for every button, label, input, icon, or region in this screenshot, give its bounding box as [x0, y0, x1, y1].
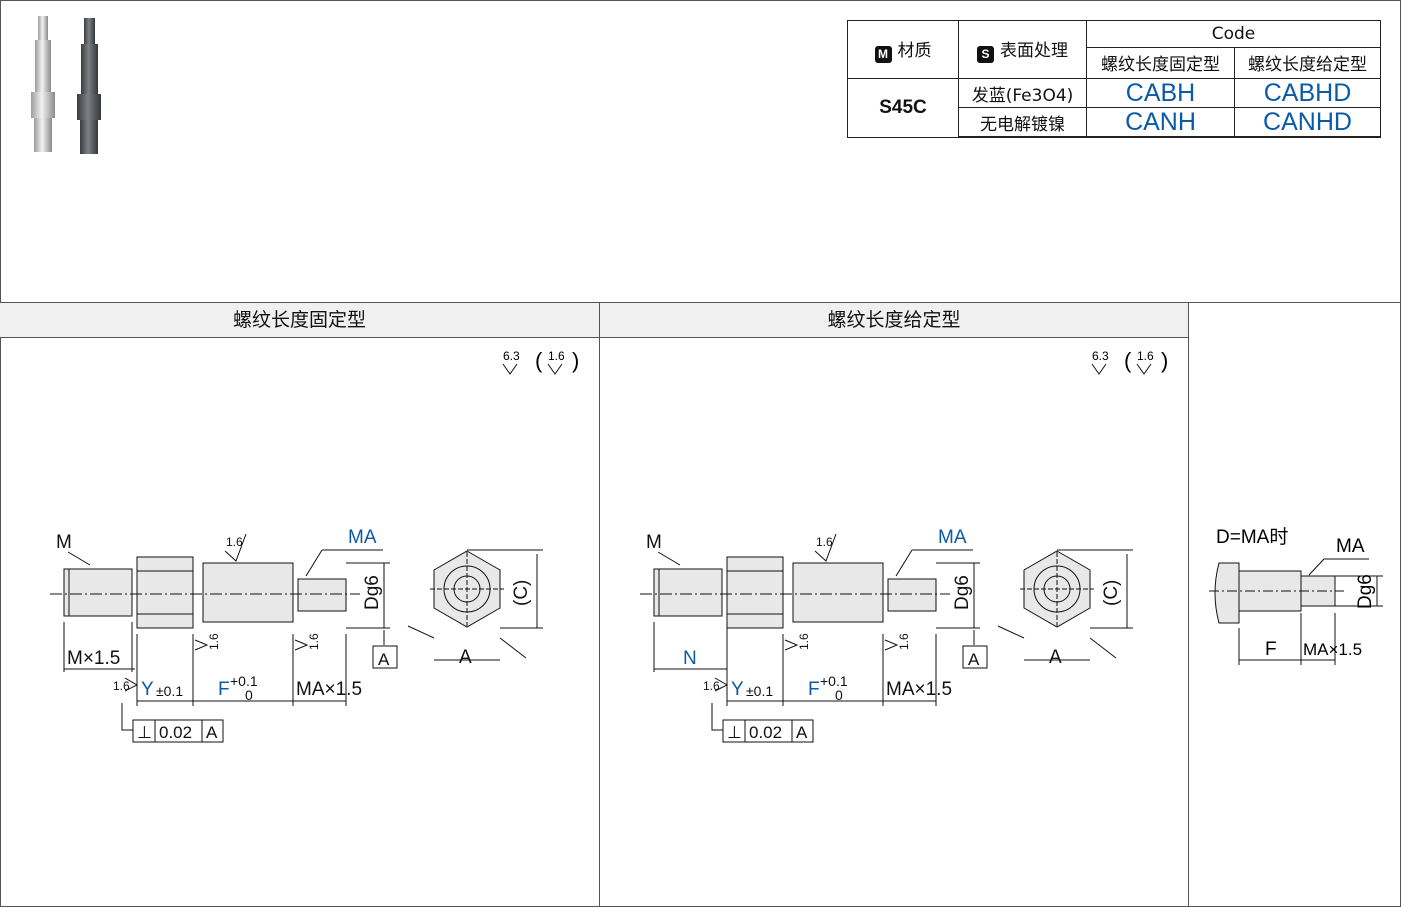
datum-label: A	[378, 650, 390, 669]
side-Dg6: Dg6	[1355, 574, 1376, 609]
svg-text:(: (	[1124, 348, 1132, 373]
label-MA: MA	[938, 527, 967, 548]
code-link[interactable]: CABH	[1086, 78, 1235, 108]
perp-value: 0.02	[749, 723, 782, 742]
roughness-note: 6.3 ( 1.6 )	[1091, 348, 1168, 375]
svg-text:0: 0	[835, 687, 843, 703]
silver-pin-image	[31, 16, 55, 152]
label-F: F	[218, 679, 230, 700]
code-link[interactable]: CABHD	[1234, 78, 1381, 108]
svg-text:1.6: 1.6	[207, 633, 221, 650]
perp-datum: A	[796, 723, 808, 742]
svg-text:+0.1: +0.1	[820, 673, 848, 689]
svg-text:±0.1: ±0.1	[746, 683, 773, 699]
svg-text:1.6: 1.6	[113, 679, 130, 693]
surface-icon: S	[977, 46, 994, 63]
datum-label: A	[968, 650, 980, 669]
pin-side-view	[653, 556, 937, 629]
perp-datum: A	[206, 723, 218, 742]
panel-spec-title: 螺纹长度给定型	[600, 303, 1188, 338]
panel-fixed-title: 螺纹长度固定型	[0, 303, 599, 338]
material-cell: S45C	[847, 78, 959, 138]
drawing-side: D=MA时 MA Dg6 F MA×1.5	[1209, 526, 1383, 665]
code-link[interactable]: CANHD	[1234, 107, 1381, 138]
svg-text:1.6: 1.6	[703, 679, 720, 693]
drawing-fixed: 6.3 ( 1.6 ) M MA	[50, 348, 579, 743]
side-note: D=MA时	[1216, 526, 1288, 548]
black-pin-image	[77, 18, 101, 154]
perp-value: 0.02	[159, 723, 192, 742]
side-part	[1214, 562, 1336, 624]
col-spec-header: 螺纹长度给定型	[1234, 46, 1381, 80]
label-Y: Y	[141, 679, 154, 700]
label-F: F	[808, 679, 820, 700]
svg-text:1.6: 1.6	[897, 633, 911, 650]
label-MAX15: MA×1.5	[886, 679, 952, 700]
svg-text:±0.1: ±0.1	[156, 683, 183, 699]
label-MA: MA	[348, 527, 377, 548]
label-C: (C)	[511, 580, 532, 606]
svg-text:1.6: 1.6	[1137, 349, 1154, 363]
svg-text:(: (	[535, 348, 543, 373]
svg-text:6.3: 6.3	[503, 349, 520, 363]
label-M: M	[56, 532, 72, 553]
label-MAX15: MA×1.5	[296, 679, 362, 700]
surface-cell: 无电解镀镍	[958, 107, 1087, 138]
perp-symbol: ⊥	[137, 723, 152, 742]
panel-side: D=MA时 MA Dg6 F MA×1.5	[1189, 303, 1401, 907]
svg-text:1.6: 1.6	[226, 535, 243, 549]
panel-spec: 螺纹长度给定型 6.3 ( 1.6 ) M	[600, 303, 1189, 907]
label-Dg6: Dg6	[362, 575, 383, 610]
side-MAX15: MA×1.5	[1303, 640, 1362, 659]
svg-text:): )	[1161, 348, 1168, 373]
svg-text:1.6: 1.6	[816, 535, 833, 549]
svg-text:): )	[572, 348, 579, 373]
drawing-spec: 6.3 ( 1.6 ) M MA	[640, 348, 1168, 743]
panel-fixed: 螺纹长度固定型 6.3 ( 1.6 ) M	[0, 303, 600, 907]
product-photo	[31, 16, 101, 154]
label-M: M	[646, 532, 662, 553]
pin-side-view	[63, 556, 347, 629]
surface-cell: 发蓝(Fe3O4)	[958, 78, 1087, 108]
svg-text:1.6: 1.6	[548, 349, 565, 363]
side-MA: MA	[1336, 536, 1365, 557]
pin-end-view	[430, 550, 504, 628]
label-N: N	[683, 648, 697, 669]
svg-text:0: 0	[245, 687, 253, 703]
material-icon: M	[874, 46, 892, 63]
code-link[interactable]: CANH	[1086, 107, 1235, 138]
svg-text:1.6: 1.6	[307, 633, 321, 650]
svg-text:1.6: 1.6	[797, 633, 811, 650]
svg-text:6.3: 6.3	[1092, 349, 1109, 363]
col-fixed-header: 螺纹长度固定型	[1086, 46, 1235, 80]
side-F: F	[1265, 639, 1277, 660]
label-A: A	[1049, 647, 1062, 668]
label-MX15: M×1.5	[67, 648, 120, 669]
label-C: (C)	[1101, 580, 1122, 606]
perp-symbol: ⊥	[727, 723, 742, 742]
roughness-note: 6.3 ( 1.6 )	[502, 348, 579, 375]
label-Y: Y	[731, 679, 744, 700]
svg-text:+0.1: +0.1	[230, 673, 258, 689]
code-header: Code	[1086, 20, 1381, 48]
label-Dg6: Dg6	[952, 575, 973, 610]
pin-end-view	[1020, 550, 1094, 628]
label-A: A	[459, 647, 472, 668]
